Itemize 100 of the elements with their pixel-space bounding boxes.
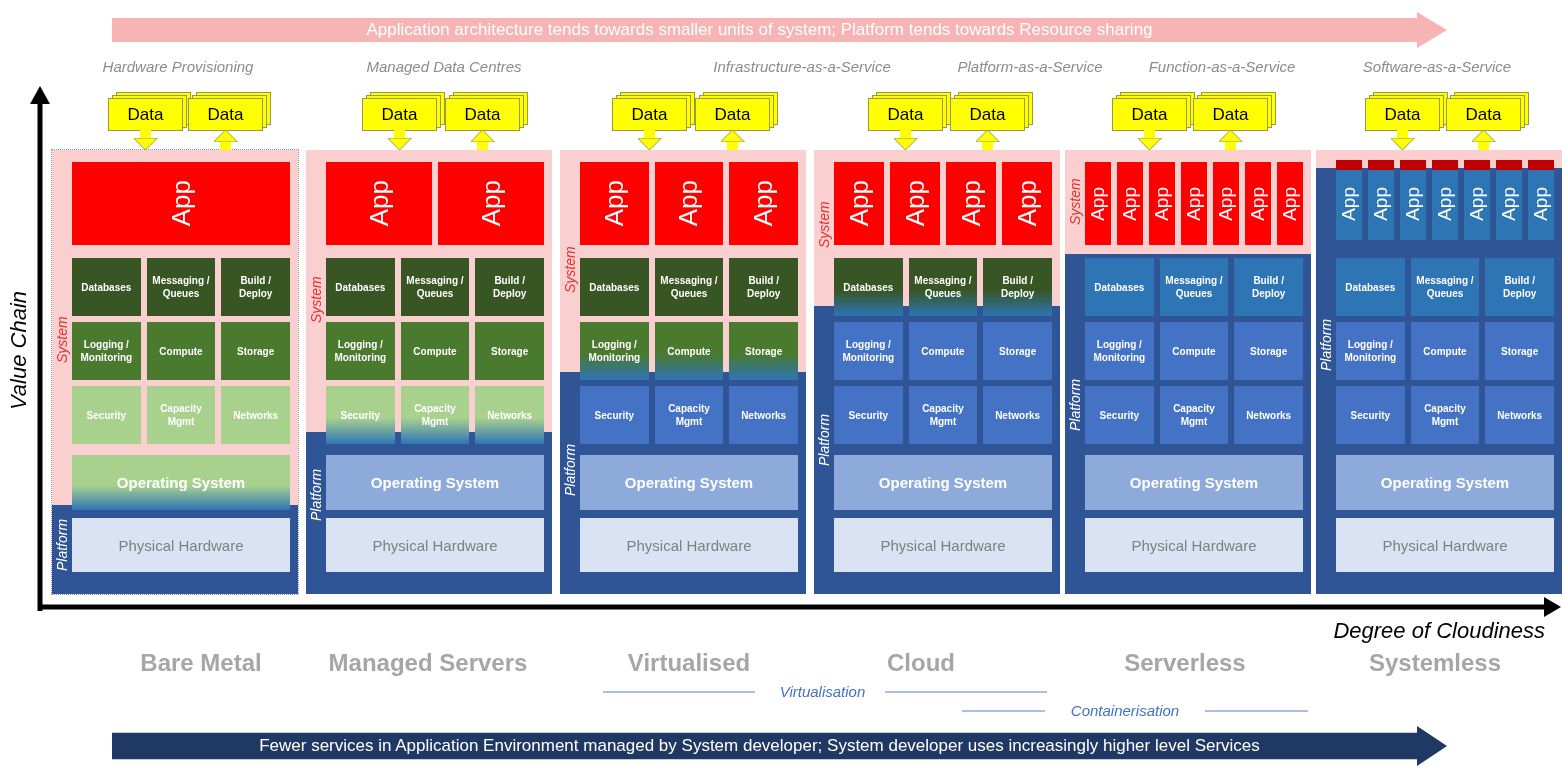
column-heading: Managed Data Centres [365, 58, 523, 75]
app-box: App [1085, 162, 1111, 245]
column-heading: Hardware Provisioning [101, 58, 255, 75]
service-box: Capacity Mgmt [146, 386, 216, 444]
service-box: Capacity Mgmt [1159, 386, 1229, 444]
axis-label: Value Chain [6, 289, 32, 412]
layer-label: Platform [816, 412, 832, 469]
app-box: App [729, 162, 798, 245]
app-box: App [1528, 160, 1554, 240]
service-box: Build / Deploy [475, 258, 544, 316]
arrow [1390, 130, 1415, 151]
service-box: Databases [1085, 258, 1154, 316]
range-label: Containerisation [1069, 702, 1181, 719]
service-box: Storage [983, 322, 1052, 380]
range-label: Virtualisation [778, 683, 867, 700]
service-box: Capacity Mgmt [1410, 386, 1480, 444]
layer-label: Platform [562, 442, 578, 499]
service-box: Compute [400, 322, 470, 380]
service-box: Capacity Mgmt [654, 386, 724, 444]
hardware-box: Physical Hardware [72, 518, 290, 572]
arrow [1471, 129, 1496, 150]
app-box: App [1400, 160, 1426, 240]
os-box: Operating System [834, 455, 1052, 510]
app-box: App [1336, 160, 1362, 240]
app-box: App [1117, 162, 1143, 245]
arrow [387, 130, 412, 151]
service-box: Messaging / Queues [908, 258, 978, 316]
service-box: Networks [1234, 386, 1303, 444]
layer-label: System [816, 200, 832, 251]
arrow [893, 130, 918, 151]
app-box: App [654, 162, 724, 245]
os-box: Operating System [1336, 455, 1554, 510]
app-box: App [1464, 160, 1490, 240]
service-box: Logging / Monitoring [834, 322, 903, 380]
layer-label: System [1067, 177, 1083, 228]
service-box: Security [580, 386, 649, 444]
app-box: App [1002, 162, 1052, 245]
service-box: Storage [221, 322, 290, 380]
hardware-box: Physical Hardware [1336, 518, 1554, 572]
hardware-box: Physical Hardware [834, 518, 1052, 572]
app-box: App [834, 162, 884, 245]
service-box: Logging / Monitoring [1336, 322, 1405, 380]
hardware-box: Physical Hardware [580, 518, 798, 572]
arrow [1137, 130, 1162, 151]
service-box: Messaging / Queues [1159, 258, 1229, 316]
category-label: Serverless [1123, 649, 1247, 677]
os-box: Operating System [1085, 455, 1303, 510]
app-box: App [1181, 162, 1207, 245]
service-box: Messaging / Queues [1410, 258, 1480, 316]
service-box: Security [72, 386, 141, 444]
layer-label: System [54, 315, 70, 366]
arrow [133, 130, 158, 151]
service-box: Security [1085, 386, 1154, 444]
banner-arrow: Fewer services in Application Environment managed by System developer; System developer uses increasingly higher level Services [112, 726, 1447, 766]
service-box: Messaging / Queues [654, 258, 724, 316]
service-box: Compute [146, 322, 216, 380]
service-box: Compute [908, 322, 978, 380]
app-box: App [580, 162, 649, 245]
arrow [720, 129, 745, 150]
service-box: Compute [1159, 322, 1229, 380]
service-box: Logging / Monitoring [1085, 322, 1154, 380]
service-box: Databases [1336, 258, 1405, 316]
layer-label: Platform [54, 517, 70, 574]
app-box: App [1496, 160, 1522, 240]
app-box: App [1432, 160, 1458, 240]
hardware-box: Physical Hardware [1085, 518, 1303, 572]
hardware-box: Physical Hardware [326, 518, 544, 572]
layer-label: System [562, 245, 578, 296]
banner-arrow: Application architecture tends towards smaller units of system; Platform tends towards Resource sharing [112, 12, 1447, 48]
layer-label: Platform [308, 467, 324, 524]
app-box: App [890, 162, 940, 245]
service-box: Build / Deploy [221, 258, 290, 316]
arrow [470, 129, 495, 150]
service-box: Messaging / Queues [400, 258, 470, 316]
category-label: Virtualised [626, 649, 752, 677]
service-box: Networks [1485, 386, 1554, 444]
service-box: Databases [72, 258, 141, 316]
service-box: Security [834, 386, 903, 444]
service-box: Networks [729, 386, 798, 444]
app-box: App [326, 162, 432, 245]
service-box: Capacity Mgmt [908, 386, 978, 444]
app-box: App [438, 162, 544, 245]
service-box: Databases [580, 258, 649, 316]
arrow [975, 129, 1000, 150]
category-label: Managed Servers [327, 649, 529, 677]
category-label: Cloud [886, 649, 956, 677]
service-box: Compute [654, 322, 724, 380]
app-box: App [1149, 162, 1175, 245]
service-box: Networks [221, 386, 290, 444]
layer-label: System [308, 275, 324, 326]
app-box: App [1368, 160, 1394, 240]
category-label: Bare Metal [139, 649, 263, 677]
service-box: Security [1336, 386, 1405, 444]
service-box: Networks [475, 386, 544, 444]
service-box: Build / Deploy [1234, 258, 1303, 316]
app-box: App [1213, 162, 1239, 245]
arrow [1218, 129, 1243, 150]
service-box: Storage [1485, 322, 1554, 380]
service-box: Build / Deploy [983, 258, 1052, 316]
os-box: Operating System [580, 455, 798, 510]
